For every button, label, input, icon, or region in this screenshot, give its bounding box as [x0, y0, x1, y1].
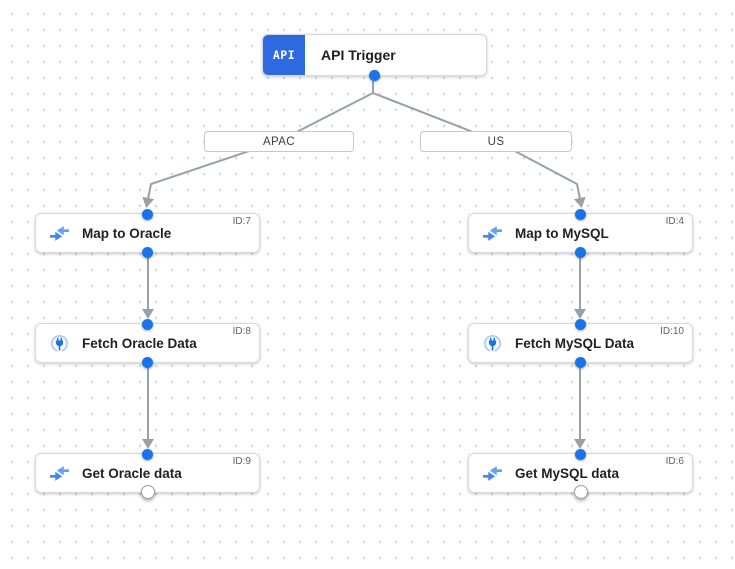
node-title: Fetch MySQL Data	[515, 335, 635, 351]
task-node-get-oracle-data[interactable]: Get Oracle data ID:9	[35, 448, 260, 499]
api-badge: API	[263, 35, 305, 75]
connection-dot[interactable]	[575, 246, 586, 258]
node-title: Get MySQL data	[515, 465, 620, 481]
branch-label-us[interactable]: US	[420, 131, 572, 152]
connection-dot[interactable]	[575, 208, 586, 220]
task-node-map-to-mysql[interactable]: Map to MySQL ID:4	[468, 208, 693, 258]
connection-dot[interactable]	[142, 208, 153, 220]
branch-label-text: APAC	[262, 135, 296, 148]
connection-dot[interactable]	[142, 246, 153, 258]
data-mapping-icon	[50, 223, 69, 243]
connection-dot[interactable]	[142, 356, 153, 368]
connection-dot[interactable]	[369, 69, 380, 81]
connection-dot[interactable]	[142, 318, 153, 330]
branch-label-apac[interactable]: APAC	[204, 131, 354, 152]
node-id-badge: ID:10	[660, 326, 684, 337]
node-title: Fetch Oracle Data	[82, 335, 197, 351]
data-mapping-icon	[483, 223, 502, 243]
api-trigger-node[interactable]: API API Trigger	[262, 34, 487, 81]
trigger-title: API Trigger	[321, 47, 396, 63]
add-step-dot[interactable]	[140, 485, 155, 499]
branch-label-text: US	[487, 135, 505, 148]
connection-dot[interactable]	[575, 356, 586, 368]
node-title: Map to MySQL	[515, 225, 609, 241]
connection-dot[interactable]	[142, 448, 153, 460]
data-mapping-icon	[483, 463, 502, 483]
node-id-badge: ID:9	[232, 456, 251, 467]
node-title: Map to Oracle	[82, 225, 172, 241]
node-id-badge: ID:7	[232, 216, 251, 227]
task-node-fetch-mysql-data[interactable]: Fetch MySQL Data ID:10	[468, 318, 693, 368]
task-node-map-to-oracle[interactable]: Map to Oracle ID:7	[35, 208, 260, 258]
add-step-dot[interactable]	[573, 485, 588, 499]
connection-dot[interactable]	[575, 448, 586, 460]
node-id-badge: ID:4	[665, 216, 684, 227]
connector-icon	[483, 333, 502, 353]
task-node-fetch-oracle-data[interactable]: Fetch Oracle Data ID:8	[35, 318, 260, 368]
connection-dot[interactable]	[575, 318, 586, 330]
task-node-get-mysql-data[interactable]: Get MySQL data ID:6	[468, 448, 693, 499]
node-title: Get Oracle data	[82, 465, 182, 481]
node-id-badge: ID:8	[232, 326, 251, 337]
connector-icon	[50, 333, 69, 353]
data-mapping-icon	[50, 463, 69, 483]
node-id-badge: ID:6	[665, 456, 684, 467]
